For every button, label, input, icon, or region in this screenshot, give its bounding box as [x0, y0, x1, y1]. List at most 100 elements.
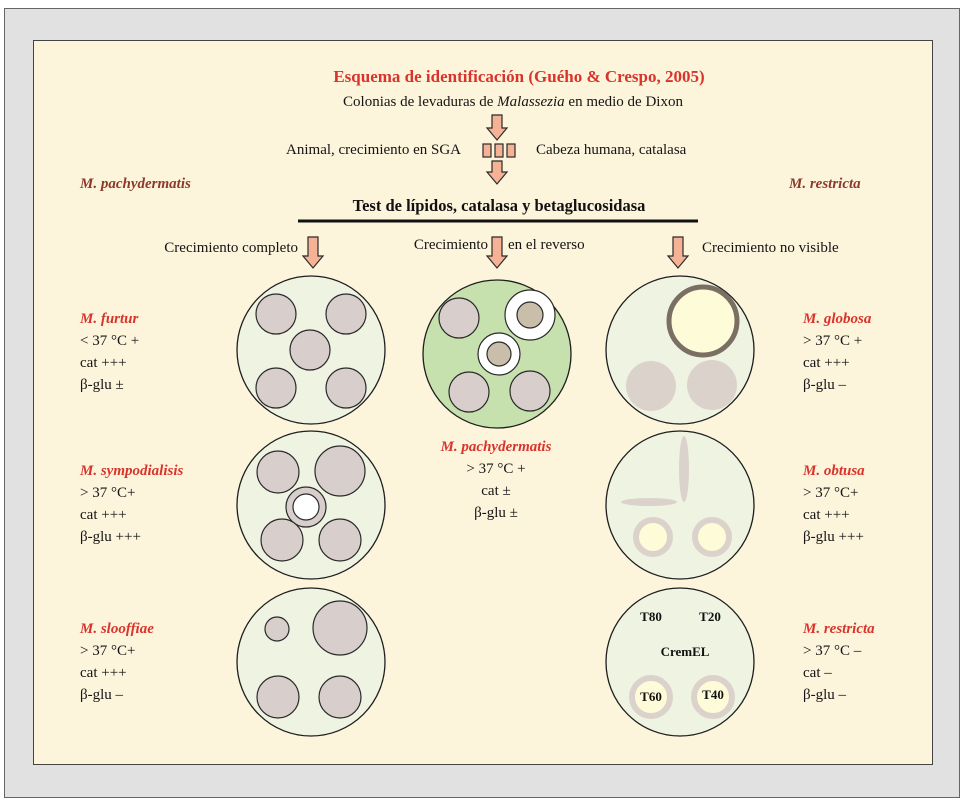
- colony: [289, 329, 331, 371]
- subtitle-start: Colonias de levaduras de: [343, 94, 497, 110]
- colony: [256, 675, 300, 719]
- species-betaglucosidase: β-glu ±: [80, 377, 124, 393]
- species-slooffiae: M. slooffiae > 37 °C+ cat +++ β-glu –: [79, 621, 154, 703]
- lipid-zone: [666, 284, 740, 358]
- faint-colony: [626, 361, 676, 411]
- species-globosa: M. globosa > 37 °C + cat +++ β-glu –: [802, 311, 872, 393]
- species-temperature: > 37 °C +: [803, 333, 862, 349]
- branch-left-species: M. pachydermatis: [79, 176, 191, 192]
- faint-streak: [679, 436, 689, 502]
- colony: [486, 341, 512, 367]
- species-temperature: > 37 °C +: [466, 461, 525, 477]
- petri-dish: [236, 587, 386, 737]
- outcome-right-label: Crecimiento no visible: [702, 240, 839, 256]
- species-restricta: M. restricta > 37 °C – cat – β-glu –: [802, 621, 875, 703]
- plate-label-t60: T60: [640, 689, 662, 704]
- species-furtur: M. furtur < 37 °C + cat +++ β-glu ±: [79, 311, 139, 393]
- dish-globosa: [605, 275, 755, 425]
- species-catalase: cat +++: [80, 507, 127, 523]
- species-name: M. obtusa: [802, 463, 865, 479]
- species-name: M. furtur: [79, 311, 139, 327]
- species-temperature: < 37 °C +: [80, 333, 139, 349]
- down-arrow-icon: [666, 236, 690, 269]
- lipid-ring: [633, 517, 673, 557]
- lipid-ring: [692, 517, 732, 557]
- species-catalase: cat –: [803, 665, 832, 681]
- plate-label-t80: T80: [640, 609, 662, 624]
- diagram-title: Esquema de identificación (Guého & Cresp…: [333, 67, 704, 86]
- down-arrow-icon: [301, 236, 325, 269]
- branch-right-label: Cabeza humana, catalasa: [536, 142, 687, 158]
- subtitle-end: en medio de Dixon: [565, 94, 684, 110]
- branch-right-species: M. restricta: [788, 176, 861, 192]
- dish-slooffiae: [236, 587, 386, 737]
- species-temperature: > 37 °C+: [80, 485, 135, 501]
- petri-dish: [605, 587, 755, 737]
- faint-streak: [621, 498, 677, 506]
- plate-label-t40: T40: [702, 687, 724, 702]
- species-temperature: > 37 °C+: [80, 643, 135, 659]
- colony: [325, 367, 367, 409]
- dish-furtur: [236, 275, 386, 425]
- outcome-center-label-end: en el reverso: [508, 237, 585, 253]
- species-pachydermatis: M. pachydermatis > 37 °C + cat ± β-glu ±: [440, 439, 552, 521]
- plate-label-t20: T20: [699, 609, 721, 624]
- species-obtusa: M. obtusa > 37 °C+ cat +++ β-glu +++: [802, 463, 865, 545]
- species-name: M. globosa: [802, 311, 872, 327]
- branch-marker: [494, 143, 504, 158]
- diagram-subtitle: Colonias de levaduras de Malassezia en m…: [343, 94, 683, 110]
- species-betaglucosidase: β-glu –: [80, 687, 124, 703]
- species-catalase: cat ±: [481, 483, 510, 499]
- species-catalase: cat +++: [803, 507, 850, 523]
- colony: [318, 518, 362, 562]
- species-name: M. restricta: [802, 621, 875, 637]
- species-name: M. sympodialisis: [79, 463, 184, 479]
- species-name: M. slooffiae: [79, 621, 154, 637]
- down-arrow-icon: [485, 236, 509, 269]
- dish-sympodialis: [236, 430, 386, 580]
- colony: [260, 518, 304, 562]
- species-betaglucosidase: β-glu +++: [80, 529, 141, 545]
- subtitle-genus: Malassezia: [496, 94, 565, 110]
- species-temperature: > 37 °C+: [803, 485, 858, 501]
- lipid-ring: [629, 675, 673, 719]
- down-arrow-icon: [485, 114, 509, 141]
- colony: [438, 297, 480, 339]
- species-betaglucosidase: β-glu –: [803, 377, 847, 393]
- colony-clear-center: [292, 493, 320, 521]
- dish-obtusa: [605, 430, 755, 580]
- dish-pachydermatis: [422, 279, 572, 429]
- branch-marker: [482, 143, 492, 158]
- colony: [318, 675, 362, 719]
- branch-left-label: Animal, crecimiento en SGA: [286, 142, 461, 158]
- species-sympodialis: M. sympodialisis > 37 °C+ cat +++ β-glu …: [79, 463, 184, 545]
- species-temperature: > 37 °C –: [803, 643, 862, 659]
- colony: [312, 600, 368, 656]
- colony: [516, 301, 544, 329]
- faint-colony: [687, 360, 737, 410]
- species-betaglucosidase: β-glu ±: [474, 505, 518, 521]
- branch-marker: [506, 143, 516, 158]
- colony: [264, 616, 290, 642]
- outcome-left-label: Crecimiento completo: [164, 240, 298, 256]
- colony: [509, 370, 551, 412]
- species-catalase: cat +++: [803, 355, 850, 371]
- colony: [255, 293, 297, 335]
- colony: [448, 371, 490, 413]
- species-betaglucosidase: β-glu –: [803, 687, 847, 703]
- colony: [255, 367, 297, 409]
- species-betaglucosidase: β-glu +++: [803, 529, 864, 545]
- dish-restricta: T80 T20 CremEL T60 T40: [605, 587, 755, 737]
- lipid-ring: [691, 675, 735, 719]
- species-catalase: cat +++: [80, 665, 127, 681]
- colony: [325, 293, 367, 335]
- colony: [256, 450, 300, 494]
- plate-label-cremel: CremEL: [661, 644, 710, 659]
- test-title: Test de lípidos, catalasa y betaglucosid…: [353, 196, 646, 215]
- species-catalase: cat +++: [80, 355, 127, 371]
- down-arrow-icon: [485, 160, 509, 185]
- outcome-center-label-start: Crecimiento: [414, 237, 488, 253]
- colony: [314, 445, 366, 497]
- species-name: M. pachydermatis: [440, 439, 552, 455]
